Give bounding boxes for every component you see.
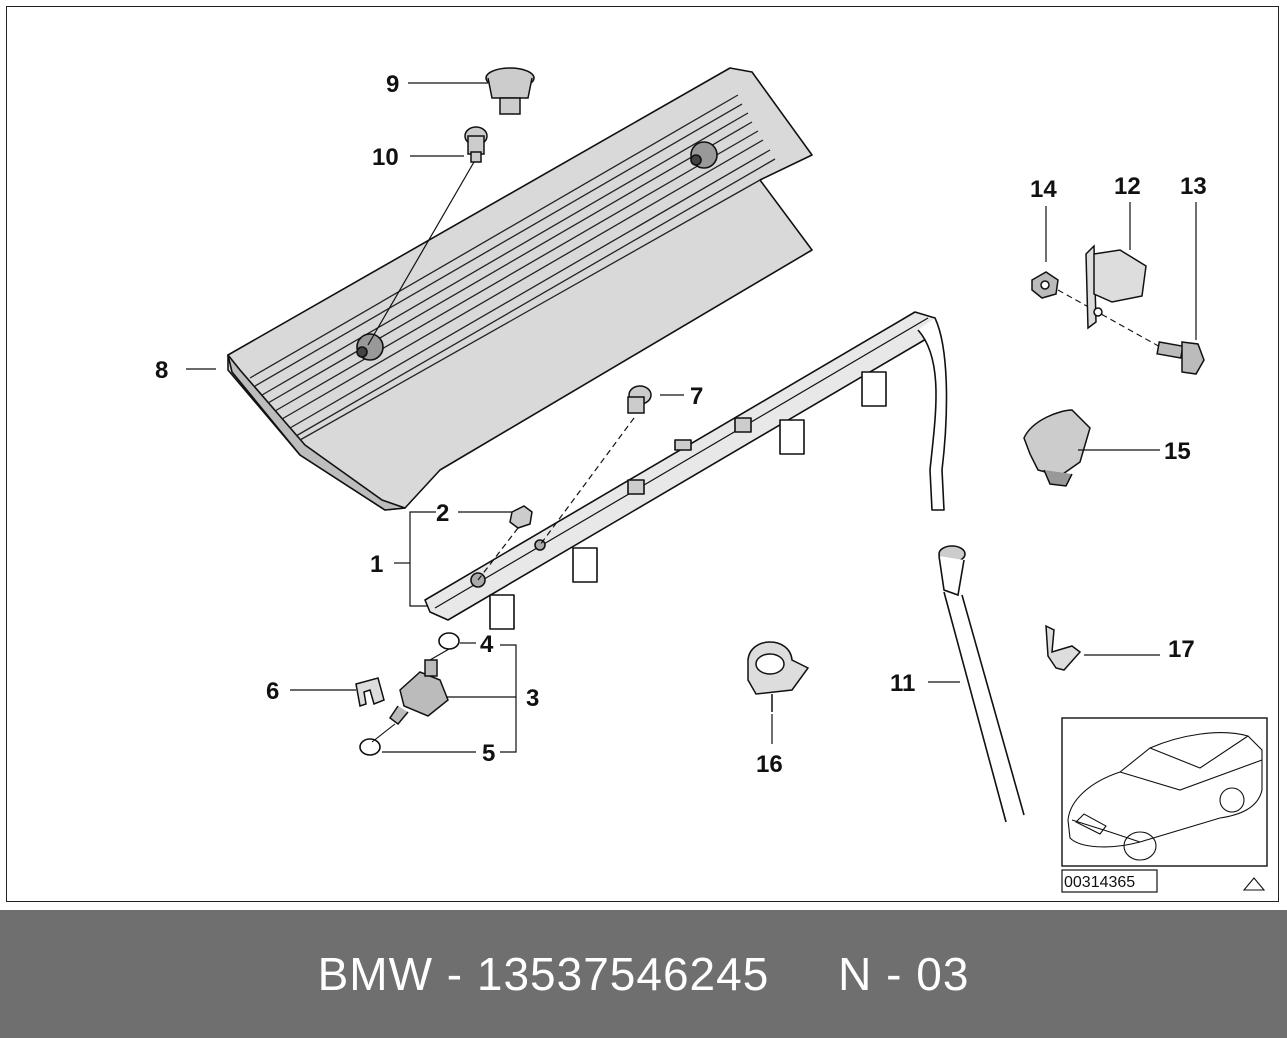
cover-bolt-part (464, 126, 488, 163)
callout-12: 12 (1114, 173, 1141, 200)
callout-9: 9 (386, 71, 399, 98)
spring-clip-part (1045, 624, 1082, 671)
bracket-bolt-part (1156, 341, 1205, 375)
clamp-part (1023, 409, 1091, 487)
footer-bar: BMW - 13537546245 N - 03 (0, 910, 1287, 1038)
cover-cap-part (485, 67, 535, 115)
o-ring-lower-part (359, 738, 381, 756)
parts-diagram: 9 10 8 7 2 1 4 3 5 6 11 14 12 13 15 17 1… (155, 67, 1268, 893)
fuel-hose-part (938, 545, 1025, 823)
hose-clip-part (747, 641, 810, 712)
assembly-line (539, 417, 635, 546)
inset-code: 00314365 (1064, 874, 1135, 891)
callout-10: 10 (372, 144, 399, 171)
assembly-line (477, 527, 519, 581)
callout-2: 2 (436, 500, 449, 527)
injector-part (388, 659, 449, 726)
callout-3: 3 (526, 685, 539, 712)
callout-1: 1 (370, 551, 383, 578)
callout-6: 6 (266, 678, 279, 705)
injector-clip-part (355, 677, 385, 707)
callout-4: 4 (480, 631, 494, 658)
callout-11: 11 (890, 670, 915, 697)
callout-13: 13 (1180, 173, 1207, 200)
vehicle-inset: 00314365 (1061, 717, 1268, 893)
leader-lines (186, 82, 1197, 753)
assembly-line (367, 161, 475, 346)
engine-cover-part (227, 67, 813, 511)
callout-8: 8 (155, 357, 168, 384)
assembly-line (429, 648, 450, 661)
part-number-caption: BMW - 13537546245 N - 03 (317, 948, 970, 1000)
car-icon (1067, 732, 1263, 861)
warning-triangle-icon (1242, 877, 1266, 891)
rail-bolt-part (627, 385, 652, 414)
rail-nut-part (509, 505, 533, 529)
fuel-rail-part (424, 311, 948, 630)
callout-17: 17 (1168, 636, 1195, 663)
assembly-line (371, 723, 396, 743)
callout-7: 7 (690, 383, 703, 410)
callout-14: 14 (1030, 176, 1057, 203)
bracket-nut-part (1031, 271, 1059, 299)
o-ring-upper-part (438, 632, 460, 650)
callout-16: 16 (756, 751, 783, 778)
callout-5: 5 (482, 740, 495, 767)
callout-15: 15 (1164, 438, 1191, 465)
bracket-part (1085, 244, 1147, 330)
